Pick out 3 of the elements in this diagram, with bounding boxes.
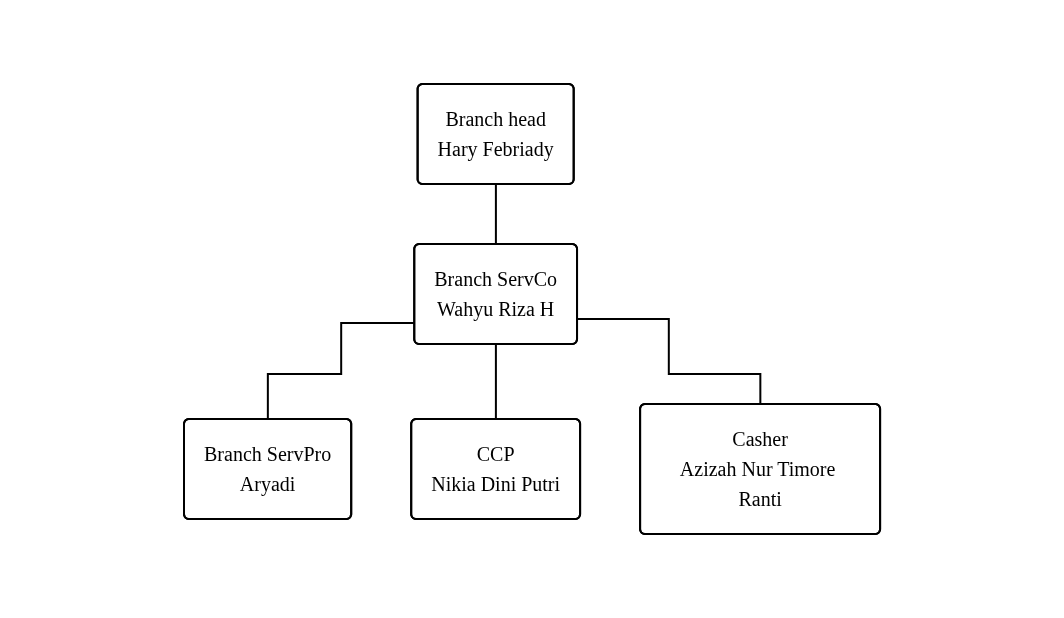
connector	[494, 183, 498, 246]
connector	[576, 318, 762, 406]
connector	[494, 343, 498, 421]
